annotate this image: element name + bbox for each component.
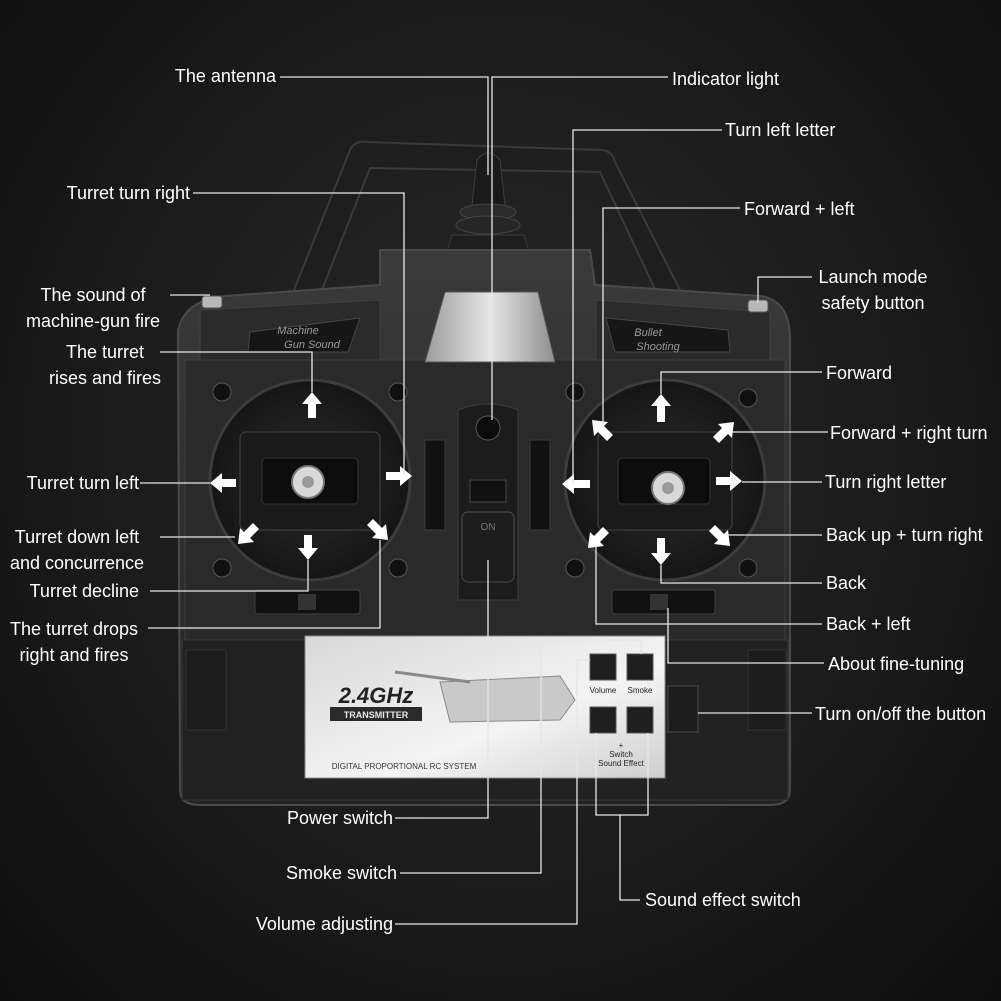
label-back-left: Back + left (826, 614, 911, 634)
label-back-up-turn-right: Back up + turn right (826, 525, 983, 545)
label-turret-drops: The turret drops right and fires (2, 616, 146, 668)
label-turret-drops-2: right and fires (19, 645, 129, 665)
sound-effect-text: Sound Effect (598, 759, 644, 768)
label-turret-down-left: Turret down left and concurrence (2, 524, 152, 576)
label-turret-down-left-1: Turret down left (14, 527, 140, 547)
tank-graphic (439, 675, 576, 723)
left-joystick[interactable] (208, 378, 412, 582)
label-forward: Forward (826, 363, 893, 383)
callout-lines (140, 76, 828, 925)
power-on-label: ON (481, 522, 496, 533)
label-launch-1: Launch mode (818, 267, 928, 287)
bullet-shooting-button[interactable] (605, 317, 731, 353)
label-turret-rises-2: rises and fires (48, 368, 162, 388)
left-side-trim[interactable] (424, 439, 446, 531)
machine-gun-sound-button[interactable] (247, 317, 361, 353)
label-turret-rises-1: The turret (65, 342, 145, 362)
plus-text: + (619, 741, 624, 750)
label-volume-adjusting: Volume adjusting (255, 914, 393, 934)
label-turret-drops-1: The turret drops (9, 619, 139, 639)
label-turn-right-letter: Turn right letter (825, 472, 947, 492)
label-turn-onoff: Turn on/off the button (815, 704, 987, 724)
label-smoke-switch: Smoke switch (285, 863, 397, 883)
label-mg-sound-1: The sound of (40, 285, 146, 305)
onoff-button[interactable] (667, 685, 699, 733)
bullet-button-label-2: Shooting (636, 341, 680, 353)
machine-gun-toggle[interactable] (201, 295, 223, 309)
label-fine-tuning: About fine-tuning (828, 654, 965, 674)
label-antenna: The antenna (174, 66, 276, 86)
mg-button-label-2: Gun Sound (284, 339, 341, 351)
label-back: Back (826, 573, 867, 593)
switch-text: Switch (609, 750, 633, 759)
bullet-button-label-1: Bullet (634, 327, 662, 339)
label-mg-sound: The sound of machine-gun fire (18, 282, 168, 334)
label-turret-turn-right: Turret turn right (66, 183, 190, 203)
label-power-switch: Power switch (286, 808, 393, 828)
label-launch-2: safety button (821, 293, 925, 313)
label-turret-turn-left: Turret turn left (26, 473, 139, 493)
right-side-trim[interactable] (529, 439, 551, 531)
label-forward-left: Forward + left (744, 199, 855, 219)
label-turret-rises: The turret rises and fires (40, 339, 170, 391)
mg-button-label-1: Machine (277, 325, 319, 337)
label-turret-down-left-2: and concurrence (9, 553, 145, 573)
direction-arrows (210, 392, 742, 565)
smoke-text: Smoke (628, 686, 653, 695)
label-turret-decline: Turret decline (29, 581, 139, 601)
volume-text: Volume (590, 686, 617, 695)
label-sound-effect-switch: Sound effect switch (645, 890, 801, 910)
screws (212, 382, 758, 578)
plate-system-text: DIGITAL PROPORTIONAL RC SYSTEM (332, 762, 477, 771)
sound-effect-button-1[interactable] (589, 706, 617, 734)
label-launch-safety: Launch mode safety button (812, 264, 934, 316)
smoke-button[interactable] (626, 653, 654, 681)
label-mg-sound-2: machine-gun fire (25, 311, 161, 331)
label-indicator-light: Indicator light (672, 69, 780, 89)
label-turn-left-letter: Turn left letter (725, 120, 836, 140)
indicator-light (475, 415, 501, 441)
label-plate: 2.4GHz TRANSMITTER DIGITAL PROPORTIONAL … (304, 635, 666, 779)
volume-button[interactable] (589, 653, 617, 681)
sound-effect-button-2[interactable] (626, 706, 654, 734)
plate-logo: 2.4GHz (338, 683, 414, 708)
top-display-panel (424, 291, 556, 363)
label-forward-right-turn: Forward + right turn (830, 423, 988, 443)
center-column: ON (457, 403, 519, 601)
plate-logo-sub: TRANSMITTER (344, 710, 409, 720)
